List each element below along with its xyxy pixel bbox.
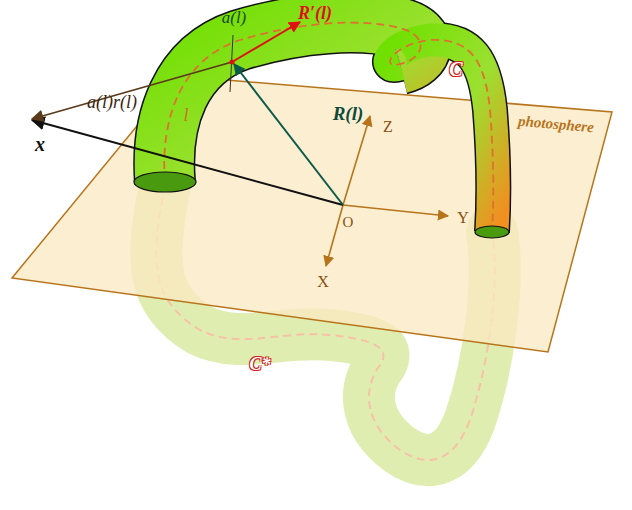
- tangent-vector: [232, 22, 300, 62]
- right-footpoint: [475, 226, 509, 238]
- tangent-label: R′(l): [298, 4, 332, 22]
- arclength-label: l: [183, 106, 188, 124]
- origin-label: O: [343, 215, 354, 230]
- offset-label: a(l)r(l): [87, 93, 137, 111]
- left-footpoint: [134, 172, 196, 192]
- x-axis: [326, 205, 343, 266]
- axis-label: X: [317, 274, 329, 290]
- axis-position-vector: [234, 64, 343, 205]
- axis-label: Z: [383, 119, 393, 135]
- z-axis: [343, 116, 370, 205]
- axis-point: [230, 60, 235, 65]
- emerged-tube: [134, 23, 509, 238]
- y-axis: [343, 205, 448, 216]
- coordinate-axes: [326, 116, 448, 266]
- curve-label: C*: [249, 355, 270, 373]
- position-vector-x: [32, 120, 343, 205]
- position-label: x: [35, 134, 45, 154]
- photosphere-plane: [12, 76, 612, 352]
- curve-label: C: [449, 59, 462, 79]
- offset-vector: [32, 62, 232, 119]
- axis-label: Y: [457, 210, 469, 226]
- radius-label: a(l): [222, 9, 247, 26]
- tube-body-right: [390, 40, 493, 232]
- axis-position-label: R(l): [333, 104, 364, 123]
